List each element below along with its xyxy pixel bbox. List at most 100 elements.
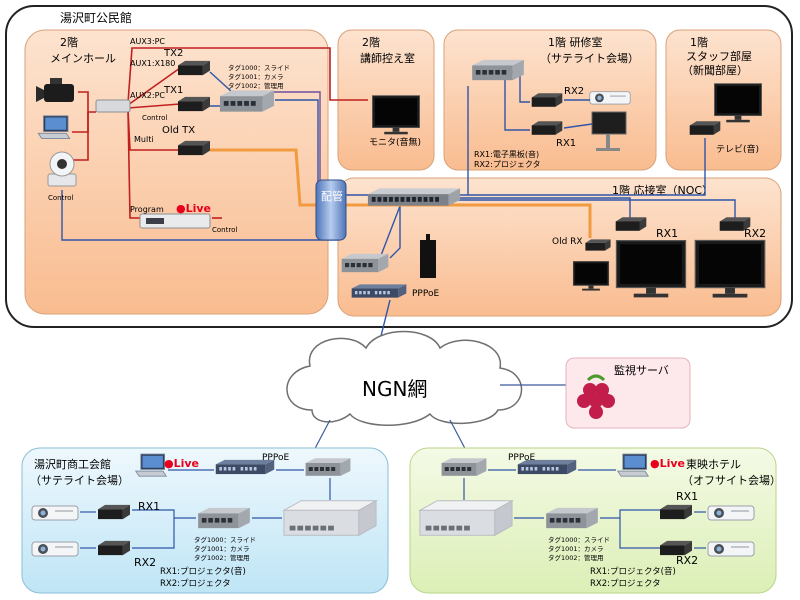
chamber-access-switch-icon xyxy=(198,507,250,529)
chamber-tag-1000: タグ1000：スライド xyxy=(194,535,256,544)
chamber-title: 湯沢町商工会館 xyxy=(34,457,111,471)
raspberry-pi-icon xyxy=(577,374,615,419)
monitor-server-label: 監視サーバ xyxy=(614,363,669,377)
old-link-cable xyxy=(210,148,592,238)
chamber-tags: タグ1000：スライド タグ1001：カメラ タグ1002：管理用 xyxy=(194,535,256,562)
hotel-tag-1000: タグ1000：スライド xyxy=(548,535,610,544)
control-cable xyxy=(270,91,321,190)
chamber-rx2-label: RX2 xyxy=(134,556,156,569)
chamber-projector-2-icon xyxy=(31,541,79,557)
hotel-subtitle: （オフサイト会場） xyxy=(682,474,781,487)
hotel-live: ●Live xyxy=(650,457,685,470)
chamber-note-2: RX2:プロジェクタ xyxy=(160,579,231,589)
core-switch-icon xyxy=(367,188,461,206)
old-rx-icon xyxy=(585,239,611,251)
hotel-cables xyxy=(463,469,706,549)
tag-1001: タグ1001：カメラ xyxy=(228,72,284,81)
main-hall-floor: 2階 xyxy=(60,35,78,49)
chamber-rx1-label: RX1 xyxy=(138,500,160,513)
training-rx2-label: RX2 xyxy=(564,86,584,97)
video-camera-icon xyxy=(36,78,74,102)
old-rx-label: Old RX xyxy=(552,237,583,247)
hotel-projector-2-icon xyxy=(707,541,755,557)
old-tx-label: Old TX xyxy=(162,125,195,136)
multi-label: Multi xyxy=(134,135,154,144)
staff-room-sub: （新聞部屋） xyxy=(682,63,748,77)
network-cables xyxy=(61,71,736,341)
chamber-cables xyxy=(80,469,331,549)
tx1-label: TX1 xyxy=(163,85,183,96)
tag-1002: タグ1002：管理用 xyxy=(228,81,284,90)
ptz-control-label: Control xyxy=(48,194,73,202)
aux2-label: AUX2:PC xyxy=(130,91,165,100)
program-control-label: Control xyxy=(212,226,237,234)
ngn-cloud xyxy=(286,330,523,426)
noc-rx1-label: RX1 xyxy=(656,227,678,240)
hotel-rx1-label: RX1 xyxy=(676,490,698,503)
hotel-note-2: RX2:プロジェクタ xyxy=(590,579,661,589)
ptz-camera-icon xyxy=(47,151,77,187)
training-note-1: RX1:電子黒板(音) xyxy=(474,149,539,159)
pipe-label: 配管 xyxy=(321,189,343,203)
hotel-note-1: RX1:プロジェクタ(音) xyxy=(590,566,676,577)
lecturer-room-floor: 2階 xyxy=(362,35,380,49)
noc-rx2-label: RX2 xyxy=(744,227,766,240)
main-hall-tags: タグ1000：スライド タグ1001：カメラ タグ1002：管理用 xyxy=(228,63,290,90)
hotel-rx1-icon xyxy=(660,504,692,520)
training-rx1-label: RX1 xyxy=(556,138,576,149)
main-hall-switch-icon xyxy=(219,90,275,112)
tx2-label: TX2 xyxy=(163,48,183,59)
tx1-icon xyxy=(178,96,210,112)
chamber-projector-1-icon xyxy=(31,505,79,521)
building-title: 湯沢町公民館 xyxy=(60,10,132,25)
hotel-title: 東映ホテル xyxy=(686,458,741,471)
hotel-appliance-icon xyxy=(419,500,513,536)
wifi-router-icon xyxy=(420,234,436,278)
training-rx1-icon xyxy=(531,121,563,135)
training-projector-icon xyxy=(589,91,631,105)
hotel-rx2-icon xyxy=(660,540,692,556)
chamber-switch-icon xyxy=(305,458,351,476)
chamber-appliance-icon xyxy=(283,500,377,536)
hotel-access-switch-icon xyxy=(546,507,598,529)
e-blackboard-icon xyxy=(591,111,627,151)
tx1-control-label: Control xyxy=(142,114,167,122)
chamber-pppoe-label: PPPoE xyxy=(262,453,289,463)
tag-1000: タグ1000：スライド xyxy=(228,63,290,72)
chamber-tag-1002: タグ1002：管理用 xyxy=(194,553,250,562)
lecturer-monitor-label: モニタ(音無) xyxy=(369,136,421,148)
main-hall-name: メインホール xyxy=(50,52,116,65)
staff-tv-label: テレビ(音) xyxy=(716,143,759,155)
training-note-2: RX2:プロジェクタ xyxy=(474,160,541,169)
chamber-live: ●Live xyxy=(164,457,199,470)
tx2-icon xyxy=(178,60,210,76)
aux3-label: AUX3:PC xyxy=(130,37,165,46)
hotel-tag-1002: タグ1002：管理用 xyxy=(548,553,604,562)
hotel-switch-icon xyxy=(441,458,487,476)
training-rx2-icon xyxy=(531,93,563,107)
hotel-tags: タグ1000：スライド タグ1001：カメラ タグ1002：管理用 xyxy=(548,535,610,562)
reception-room-title: 1階 応接室（NOC） xyxy=(612,183,713,197)
ngn-label: NGN網 xyxy=(362,377,427,401)
chamber-subtitle: （サテライト会場） xyxy=(30,474,129,487)
hotel-pppoe-label: PPPoE xyxy=(508,453,535,463)
noc-pppoe-label: PPPoE xyxy=(412,289,439,299)
program-label: Program xyxy=(130,205,164,214)
staff-room-name: スタッフ部屋 xyxy=(686,49,752,63)
noc-switch-icon xyxy=(341,253,389,273)
main-hall-live: ●Live xyxy=(176,202,211,215)
program-device xyxy=(139,213,211,229)
hotel-projector-1-icon xyxy=(707,505,755,521)
pipe xyxy=(315,179,347,241)
staff-room-floor: 1階 xyxy=(690,35,708,49)
hotel-tag-1001: タグ1001：カメラ xyxy=(548,544,604,553)
hotel-rx2-label: RX2 xyxy=(676,554,698,567)
aux1-label: AUX1:X180 xyxy=(130,59,175,68)
chamber-note-1: RX1:プロジェクタ(音) xyxy=(160,566,246,577)
chamber-rx1-icon xyxy=(98,504,130,520)
lecturer-room-name: 講師控え室 xyxy=(360,51,415,65)
pppoe-router-icon xyxy=(351,284,407,298)
staff-rx-icon xyxy=(689,121,721,135)
video-switcher xyxy=(95,99,131,113)
